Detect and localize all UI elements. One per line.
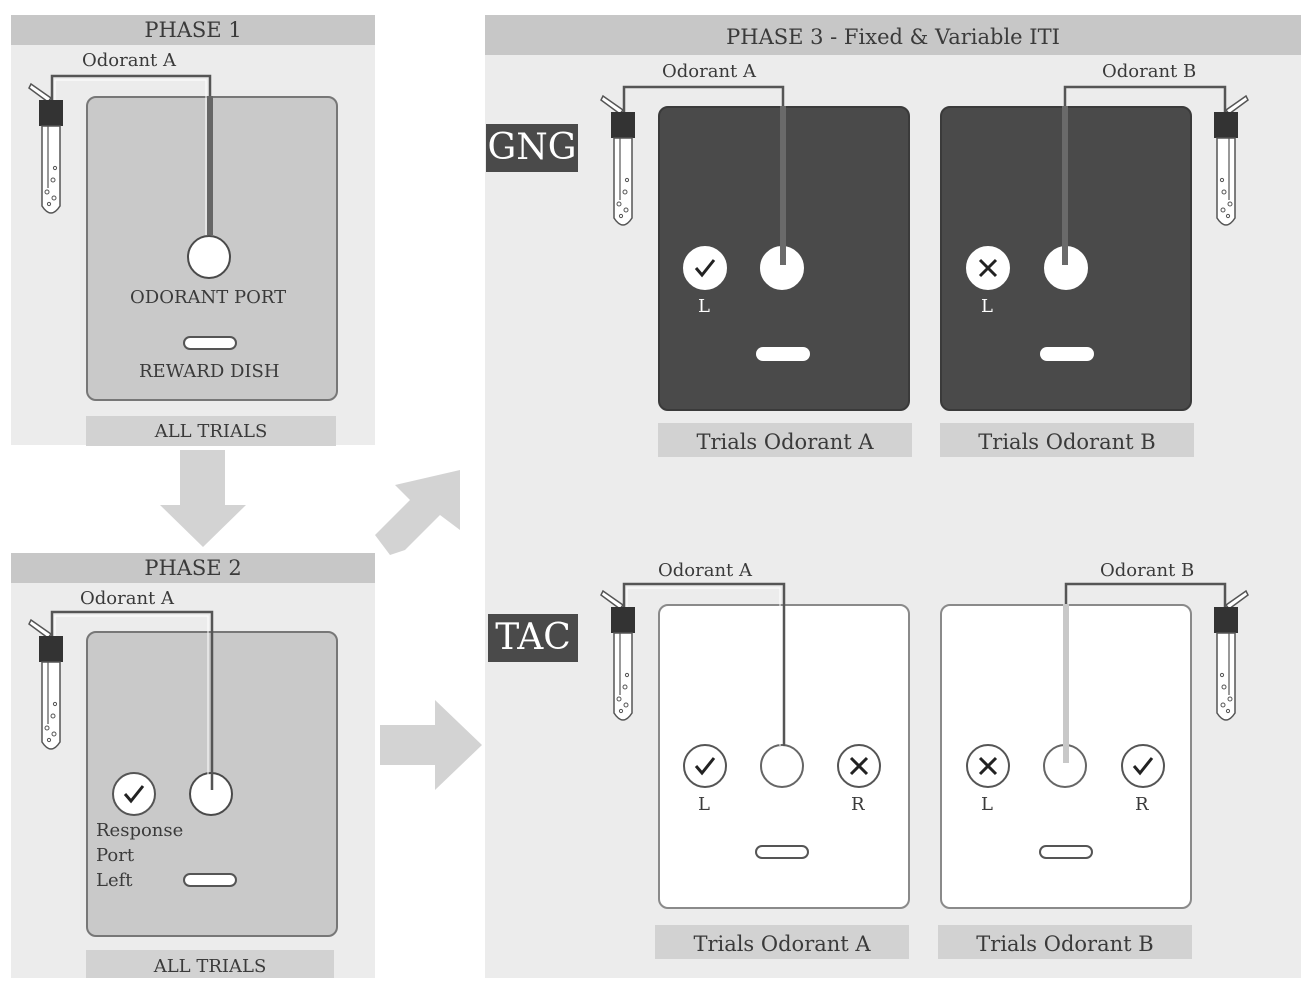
phase2-odorant-label: Odorant A	[80, 588, 174, 609]
cross-icon	[978, 258, 998, 278]
phase2-caption: ALL TRIALS	[86, 950, 334, 978]
tac-right-response-left	[966, 744, 1010, 788]
tac-right-odorant-label: Odorant B	[1100, 560, 1195, 581]
gng-left-odorant-tube	[600, 95, 636, 226]
phase1-caption: ALL TRIALS	[86, 416, 336, 446]
gng-right-response-label: L	[981, 296, 993, 317]
arrow-right-icon	[380, 700, 482, 790]
arrow-diagonal-icon	[375, 470, 460, 555]
gng-right-response-left	[966, 246, 1010, 290]
phase1-port-label: ODORANT PORT	[130, 287, 287, 308]
gng-tag: GNG	[486, 124, 578, 172]
phase1-odorant-tube	[28, 83, 64, 214]
tac-tag: TAC	[488, 614, 578, 662]
arrow-down-icon	[160, 450, 246, 547]
gng-right-odorant-tube	[1213, 95, 1249, 226]
phase1-odorant-label: Odorant A	[82, 50, 176, 71]
phase1-title: PHASE 1	[11, 15, 375, 45]
check-icon	[123, 785, 145, 804]
phase2-response-label-1: Response	[96, 820, 184, 841]
phase1-odorant-line	[50, 74, 212, 235]
tac-right-response-right-label: R	[1135, 794, 1149, 815]
phase2-response-label-2: Port	[96, 845, 135, 866]
gng-left-reward-dish	[756, 347, 810, 361]
phase1-odorant-port	[187, 235, 231, 279]
gng-right-caption: Trials Odorant B	[940, 423, 1194, 457]
phase1-reward-dish	[183, 336, 237, 350]
phase2-response-port-left	[112, 772, 156, 816]
tac-left-reward-dish	[755, 845, 809, 859]
phase2-odorant-line	[50, 610, 214, 790]
tac-left-response-right-label: R	[851, 794, 865, 815]
tac-left-odorant-port	[760, 744, 804, 788]
phase1-dish-label: REWARD DISH	[139, 361, 280, 382]
tac-right-response-right	[1121, 744, 1165, 788]
tac-left-response-left	[683, 744, 727, 788]
gng-right-odorant-line	[1063, 85, 1227, 265]
cross-icon	[849, 756, 869, 776]
tac-right-caption: Trials Odorant B	[938, 925, 1192, 959]
tac-left-response-left-label: L	[698, 794, 710, 815]
gng-left-odorant-label: Odorant A	[662, 61, 756, 82]
tac-left-odorant-label: Odorant A	[658, 560, 752, 581]
tac-right-odorant-tube	[1213, 590, 1249, 721]
check-icon	[1132, 757, 1154, 776]
tac-left-caption: Trials Odorant A	[655, 925, 909, 959]
tac-left-odorant-tube	[600, 590, 636, 721]
check-icon	[694, 757, 716, 776]
tac-left-response-right	[837, 744, 881, 788]
tac-right-odorant-line	[1064, 582, 1227, 763]
gng-left-response-label: L	[698, 296, 710, 317]
tac-left-odorant-line	[622, 582, 786, 746]
tac-right-response-left-label: L	[981, 794, 993, 815]
gng-left-caption: Trials Odorant A	[658, 423, 912, 457]
gng-right-reward-dish	[1040, 347, 1094, 361]
gng-left-response-left	[683, 246, 727, 290]
phase2-reward-dish	[183, 873, 237, 887]
tac-right-reward-dish	[1039, 845, 1093, 859]
gng-left-odorant-line	[622, 85, 785, 265]
check-icon	[694, 259, 716, 278]
phase3-title: PHASE 3 - Fixed & Variable ITI	[485, 15, 1301, 55]
phase2-title: PHASE 2	[11, 553, 375, 583]
gng-right-odorant-label: Odorant B	[1102, 61, 1197, 82]
cross-icon	[978, 756, 998, 776]
phase2-response-label-3: Left	[96, 870, 133, 891]
phase2-odorant-tube	[28, 619, 64, 750]
